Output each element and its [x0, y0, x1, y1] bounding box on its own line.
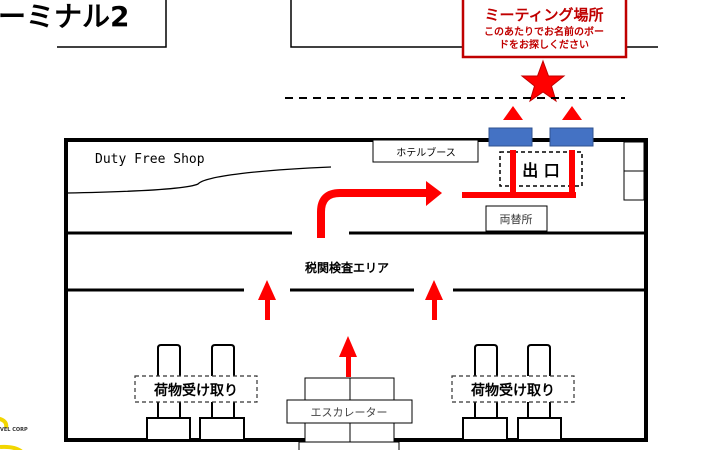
arrow-up-icon	[339, 336, 357, 357]
meeting-point-line1: このあたりでお名前のボー	[484, 25, 604, 38]
arrow-up-icon	[346, 355, 351, 377]
hotel-booth-label: ホテルブース	[396, 146, 456, 159]
company-logo: VEL CORP	[0, 416, 28, 450]
side-counter	[623, 141, 645, 172]
arrow-up-icon	[432, 298, 437, 320]
star-icon	[520, 59, 566, 103]
baggage-claim-label: 荷物受け取り	[470, 382, 555, 399]
currency-exchange-label: 両替所	[500, 212, 533, 226]
exit-gate-right	[549, 127, 594, 147]
arrow-up-icon	[258, 280, 276, 300]
arrow-up-icon	[503, 106, 523, 120]
interior-walls	[67, 231, 645, 292]
arrow-up-icon	[425, 280, 443, 300]
arrow-up-icon	[562, 106, 582, 120]
baggage-claim-right: 荷物受け取り	[451, 375, 575, 403]
top-center-wall	[290, 0, 465, 48]
meeting-point-sign: ミーティング場所 このあたりでお名前のボー ドをお探しください	[461, 0, 628, 59]
baggage-claim-label: 荷物受け取り	[153, 382, 238, 399]
arrow-up-icon	[265, 298, 270, 320]
route-arrows	[258, 106, 582, 377]
side-counter	[623, 170, 645, 201]
exit-label: 出 口	[522, 161, 560, 180]
hotel-booth: ホテルブース	[372, 139, 479, 163]
logo-text: VEL CORP	[0, 427, 28, 433]
exit-gate-left	[488, 127, 533, 147]
terminal-title: ーミナル2	[0, 0, 129, 33]
escalator	[286, 377, 413, 450]
baggage-claim-left: 荷物受け取り	[134, 375, 258, 403]
escalator-label: エスカレーター	[311, 406, 388, 419]
currency-exchange: 両替所	[485, 205, 548, 232]
arrow-right-icon	[426, 181, 442, 206]
meeting-point-title: ミーティング場所	[484, 6, 603, 24]
customs-area-label: 税関検査エリア	[305, 260, 389, 275]
top-left-wall	[57, 0, 167, 48]
duty-free-boundary	[66, 166, 332, 194]
route-path	[317, 189, 428, 238]
duty-free-label: Duty Free Shop	[95, 152, 205, 167]
meeting-point-line2: ドをお探しください	[499, 38, 589, 51]
exit-route-path	[462, 150, 576, 198]
